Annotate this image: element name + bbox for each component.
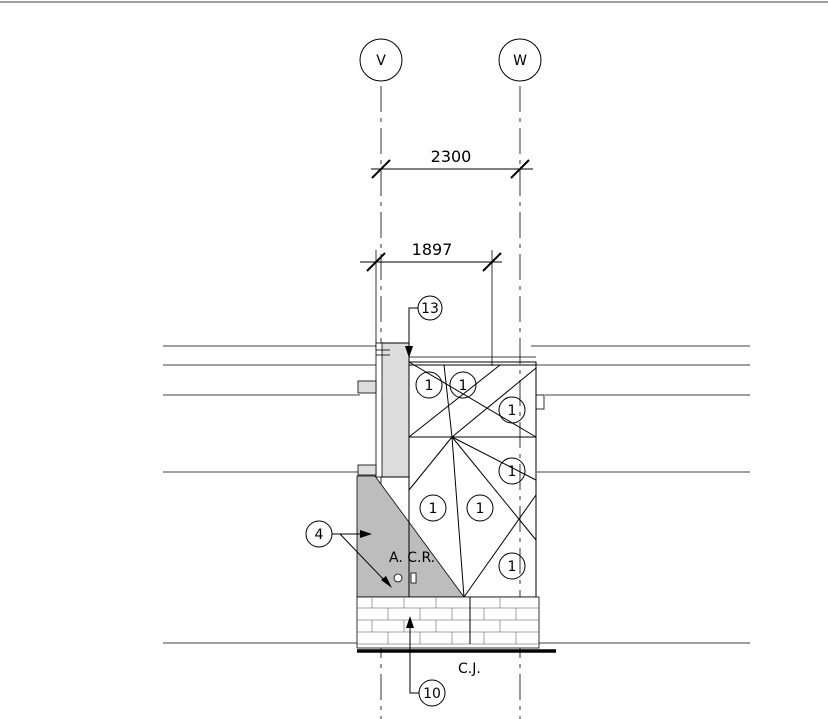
tag-13: 13	[405, 295, 443, 358]
tag-1-a-text: 1	[425, 378, 434, 394]
tag-10: 10	[406, 616, 446, 707]
brick-base	[356, 596, 540, 649]
tag-1-c: 1	[498, 396, 526, 424]
grid-label-w: W	[513, 53, 527, 69]
acr-gray-fill	[356, 475, 465, 598]
dimension-overall: 2300	[371, 147, 533, 179]
tag-4-text: 4	[315, 527, 324, 543]
tag-1-b: 1	[449, 371, 477, 399]
dimension-inner: 1897	[360, 240, 502, 366]
tag-1-d-text: 1	[508, 464, 517, 480]
tag-1-e: 1	[419, 494, 447, 522]
floor-lines-right	[531, 345, 750, 644]
floor-lines-left	[163, 345, 378, 644]
grid-bubble-v: V	[359, 38, 403, 82]
tag-1-f: 1	[466, 494, 494, 522]
tag-10-text: 10	[423, 686, 441, 702]
tag-1-d: 1	[498, 457, 526, 485]
tag-4: 4	[305, 520, 392, 588]
cj-label: C.J.	[458, 661, 481, 677]
dimension-overall-text: 2300	[431, 147, 472, 166]
left-panel	[357, 342, 410, 478]
tag-1-f-text: 1	[476, 501, 485, 517]
tag-1-g: 1	[498, 552, 526, 580]
tag-1-g-text: 1	[508, 559, 517, 575]
acr-vent-circle	[393, 573, 403, 583]
acr-label: A. C.R.	[389, 550, 435, 566]
grid-bubble-w: W	[498, 38, 542, 82]
tag-1-a: 1	[415, 371, 443, 399]
tag-1-e-text: 1	[429, 501, 438, 517]
dimension-inner-text: 1897	[412, 240, 453, 259]
tag-1-b-text: 1	[459, 378, 468, 394]
acr-vent-rect	[410, 572, 417, 584]
grid-label-v: V	[376, 53, 386, 69]
tag-13-text: 13	[421, 301, 439, 317]
tag-1-c-text: 1	[508, 403, 517, 419]
